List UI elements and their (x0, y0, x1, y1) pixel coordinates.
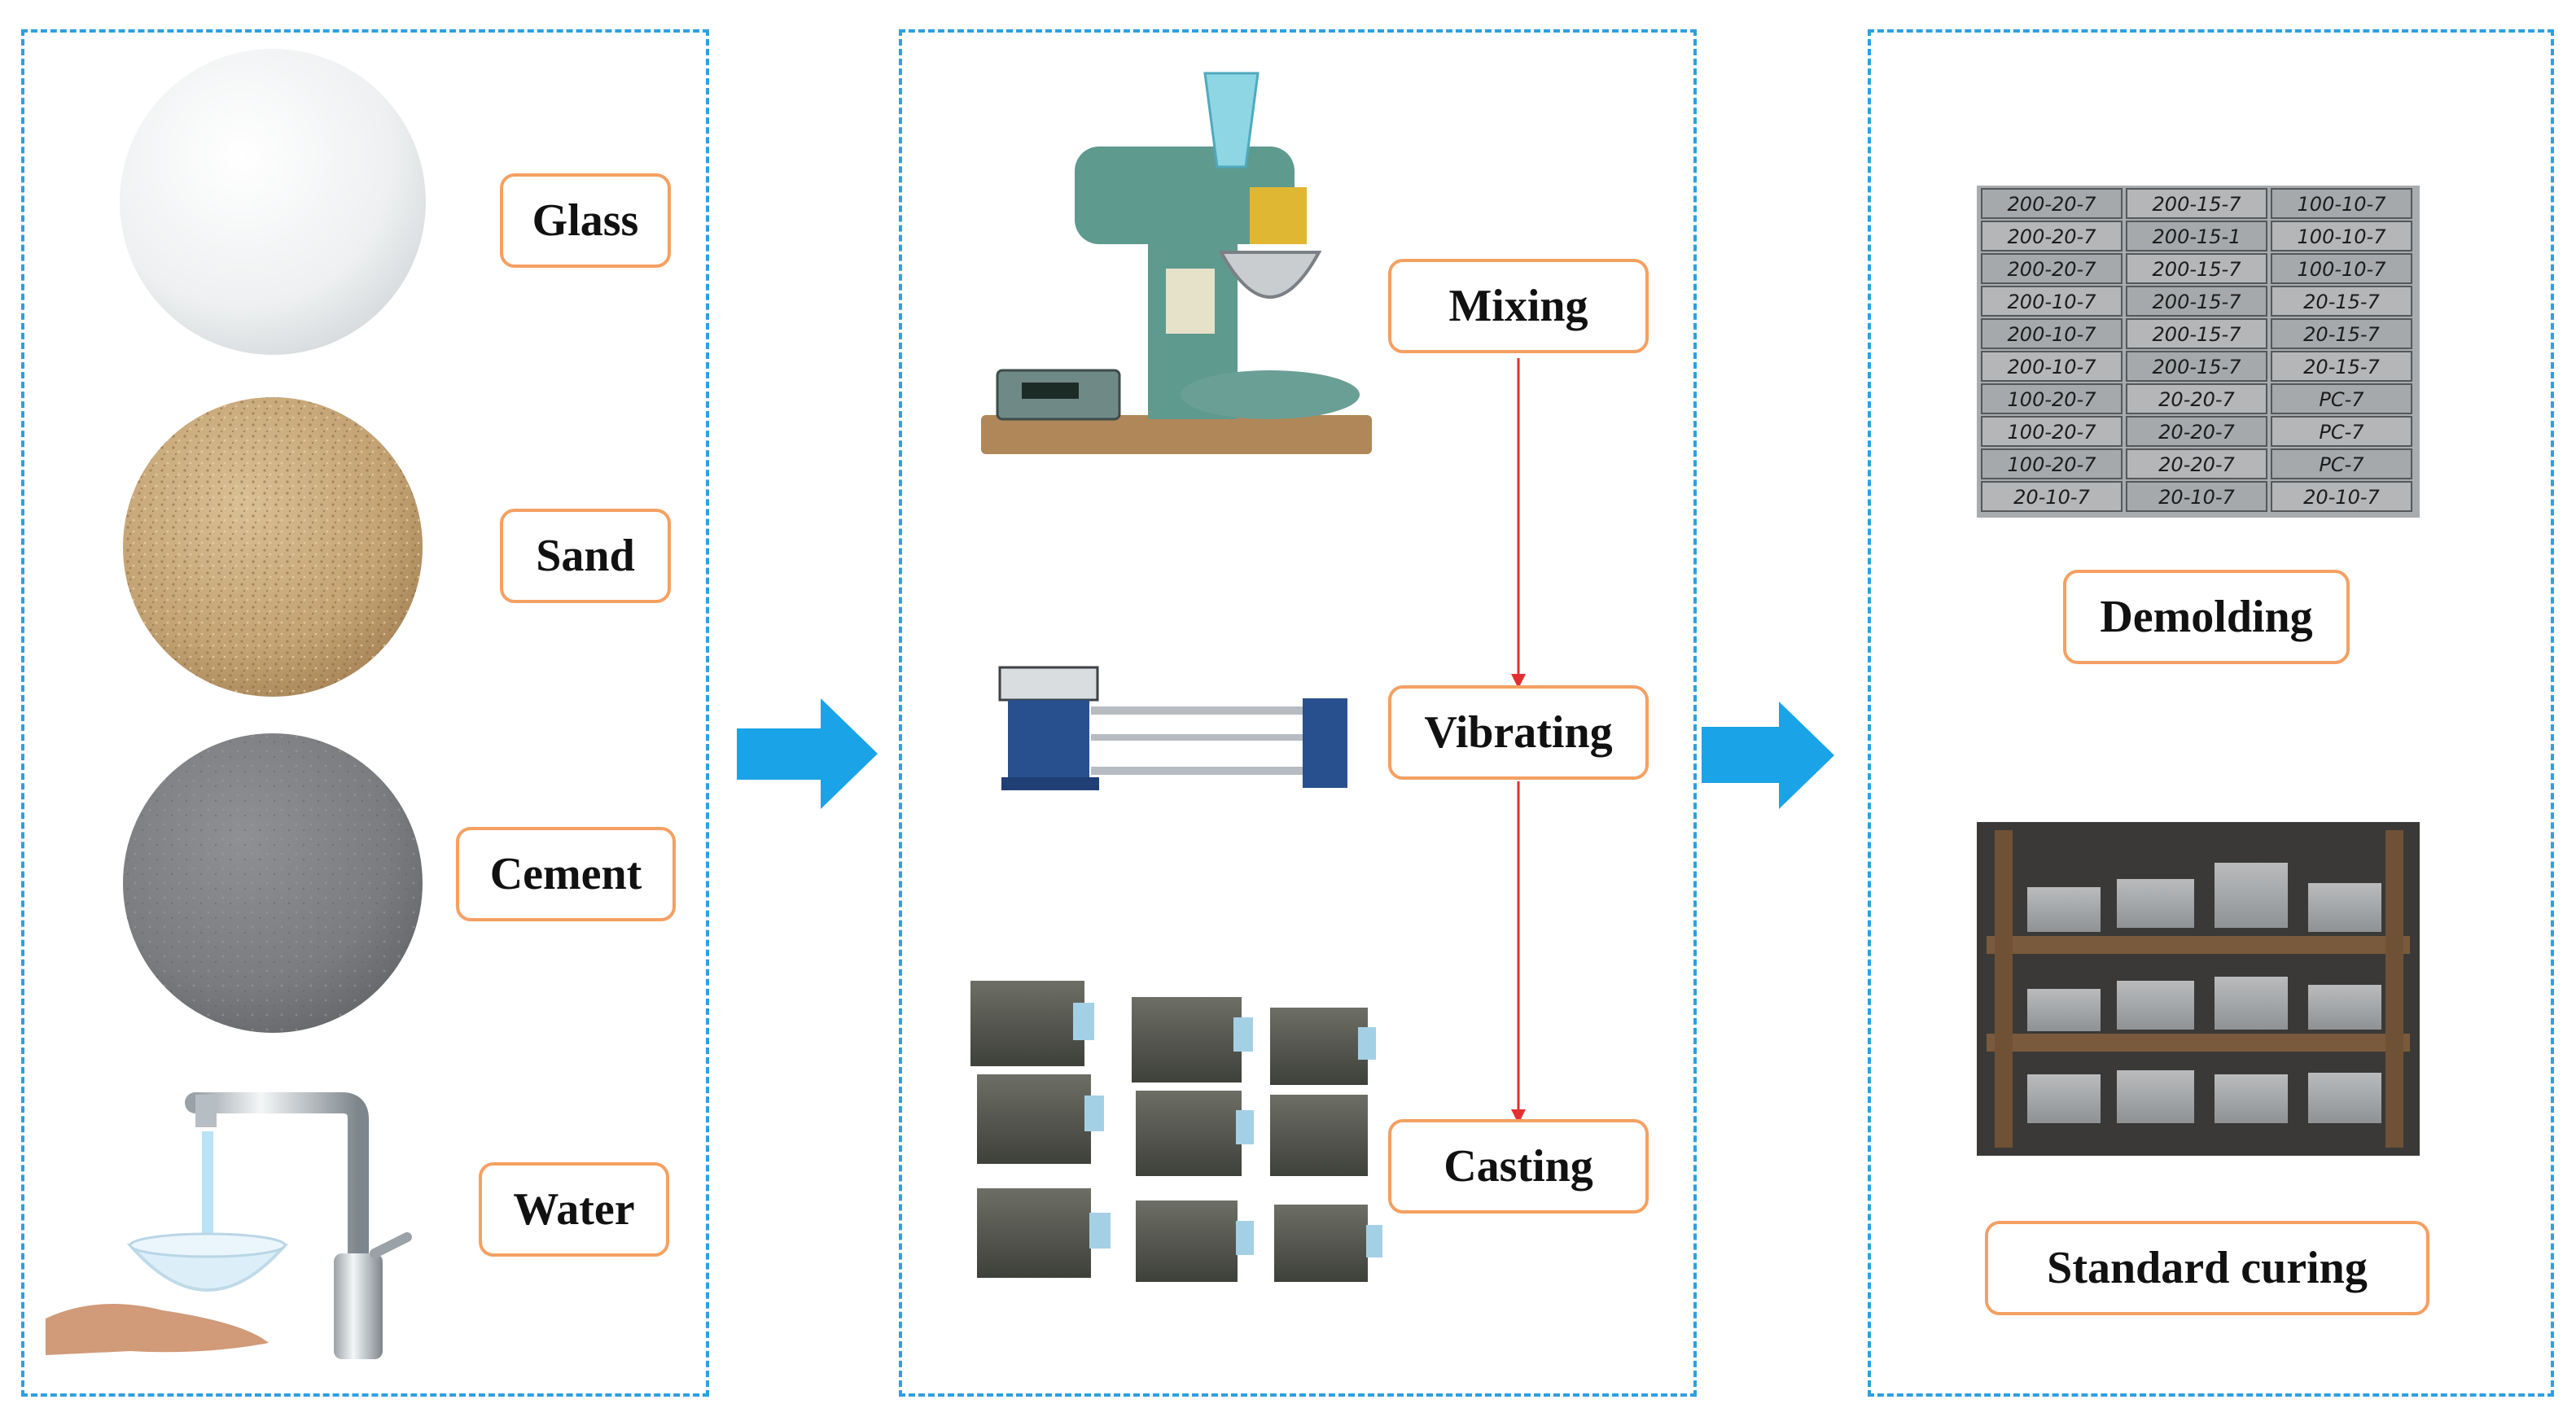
mortar-mixer-image (981, 72, 1372, 454)
specimen-block (2271, 481, 2412, 512)
specimen-label: 20-15-7 (2303, 291, 2380, 313)
cement-label: Cement (456, 827, 676, 921)
specimen-label: 200-15-7 (2153, 323, 2242, 346)
specimen-block (1981, 383, 2123, 414)
specimen-label: 20-10-7 (2013, 486, 2090, 509)
glass-powder-image (120, 49, 426, 355)
specimen-block (2126, 448, 2267, 479)
materials-panel (21, 29, 709, 1397)
specimen-block (1981, 481, 2123, 512)
specimen-label: 20-20-7 (2158, 453, 2235, 476)
specimen-block (1981, 351, 2123, 382)
specimen-block (2126, 416, 2267, 447)
results-panel (1868, 29, 2554, 1397)
vibrating-table-image (998, 666, 1347, 790)
specimen-label: 20-10-7 (2303, 486, 2380, 509)
specimen-label: 200-10-7 (2008, 291, 2097, 313)
specimen-label: 100-10-7 (2298, 193, 2387, 216)
sand-label: Sand (500, 509, 671, 603)
specimen-block (2271, 416, 2412, 447)
specimen-label: 200-15-7 (2153, 356, 2242, 378)
specimen-block (2126, 351, 2267, 382)
specimen-block (2126, 286, 2267, 317)
mixing-label: Mixing (1388, 259, 1649, 353)
specimen-block (2271, 253, 2412, 284)
specimen-block (2126, 318, 2267, 349)
specimen-label: 100-10-7 (2298, 225, 2387, 248)
specimen-block (2271, 383, 2412, 414)
water-label: Water (479, 1162, 669, 1257)
specimen-label: 20-10-7 (2158, 486, 2235, 509)
specimen-label: 200-10-7 (2008, 323, 2097, 346)
specimen-label: PC-7 (2319, 421, 2364, 444)
specimen-label: 20-20-7 (2158, 388, 2235, 411)
specimen-label: 100-10-7 (2298, 258, 2387, 281)
standard-curing-label: Standard curing (1985, 1221, 2429, 1315)
specimen-label: 100-20-7 (2008, 388, 2097, 411)
specimen-label: 100-20-7 (2008, 453, 2097, 476)
specimen-block (1981, 253, 2123, 284)
specimen-label: 200-20-7 (2008, 258, 2097, 281)
specimen-block (2271, 318, 2412, 349)
specimen-label: 200-15-7 (2153, 258, 2242, 281)
water-tap-image (46, 1092, 412, 1359)
demolded-specimens-image: 200-20-7 200-15-7 100-10-7 200-20-7 200-15-1… (1977, 186, 2420, 518)
casting-molds-image (970, 981, 1382, 1282)
specimen-block (2271, 286, 2412, 317)
specimen-grid: 200-20-7 200-15-7 100-10-7 200-20-7 200-15-1… (1981, 188, 2412, 512)
vibrating-label: Vibrating (1388, 685, 1649, 780)
specimen-block (2126, 253, 2267, 284)
specimen-label: 200-15-1 (2153, 225, 2241, 248)
specimen-block (2271, 188, 2412, 219)
casting-label: Casting (1388, 1119, 1649, 1214)
specimen-block (2126, 221, 2267, 251)
specimen-label: 20-15-7 (2303, 356, 2380, 378)
specimen-label: 200-20-7 (2008, 193, 2097, 216)
specimen-label: PC-7 (2319, 388, 2364, 411)
specimen-label: 200-15-7 (2153, 193, 2242, 216)
process-panel (899, 29, 1697, 1397)
specimen-block (2126, 383, 2267, 414)
specimen-block (2271, 221, 2412, 251)
specimen-block (1981, 221, 2123, 251)
specimen-block (2126, 188, 2267, 219)
specimen-block (2271, 351, 2412, 382)
specimen-block (1981, 416, 2123, 447)
glass-label: Glass (500, 173, 671, 268)
sand-image (123, 397, 423, 697)
specimen-label: 20-15-7 (2303, 323, 2380, 346)
specimen-block (1981, 188, 2123, 219)
specimen-label: 200-20-7 (2008, 225, 2097, 248)
curing-rack-image (1977, 822, 2420, 1156)
specimen-label: 100-20-7 (2008, 421, 2097, 444)
demolding-label: Demolding (2063, 570, 2350, 664)
specimen-label: 200-10-7 (2008, 356, 2097, 378)
specimen-block (1981, 286, 2123, 317)
specimen-block (1981, 448, 2123, 479)
specimen-block (2271, 448, 2412, 479)
specimen-label: PC-7 (2319, 453, 2364, 476)
specimen-label: 200-15-7 (2153, 291, 2242, 313)
process-flow-lines (1511, 358, 1526, 1124)
specimen-label: 20-20-7 (2158, 421, 2235, 444)
specimen-block (2126, 481, 2267, 512)
cement-image (123, 733, 423, 1033)
specimen-block (1981, 318, 2123, 349)
